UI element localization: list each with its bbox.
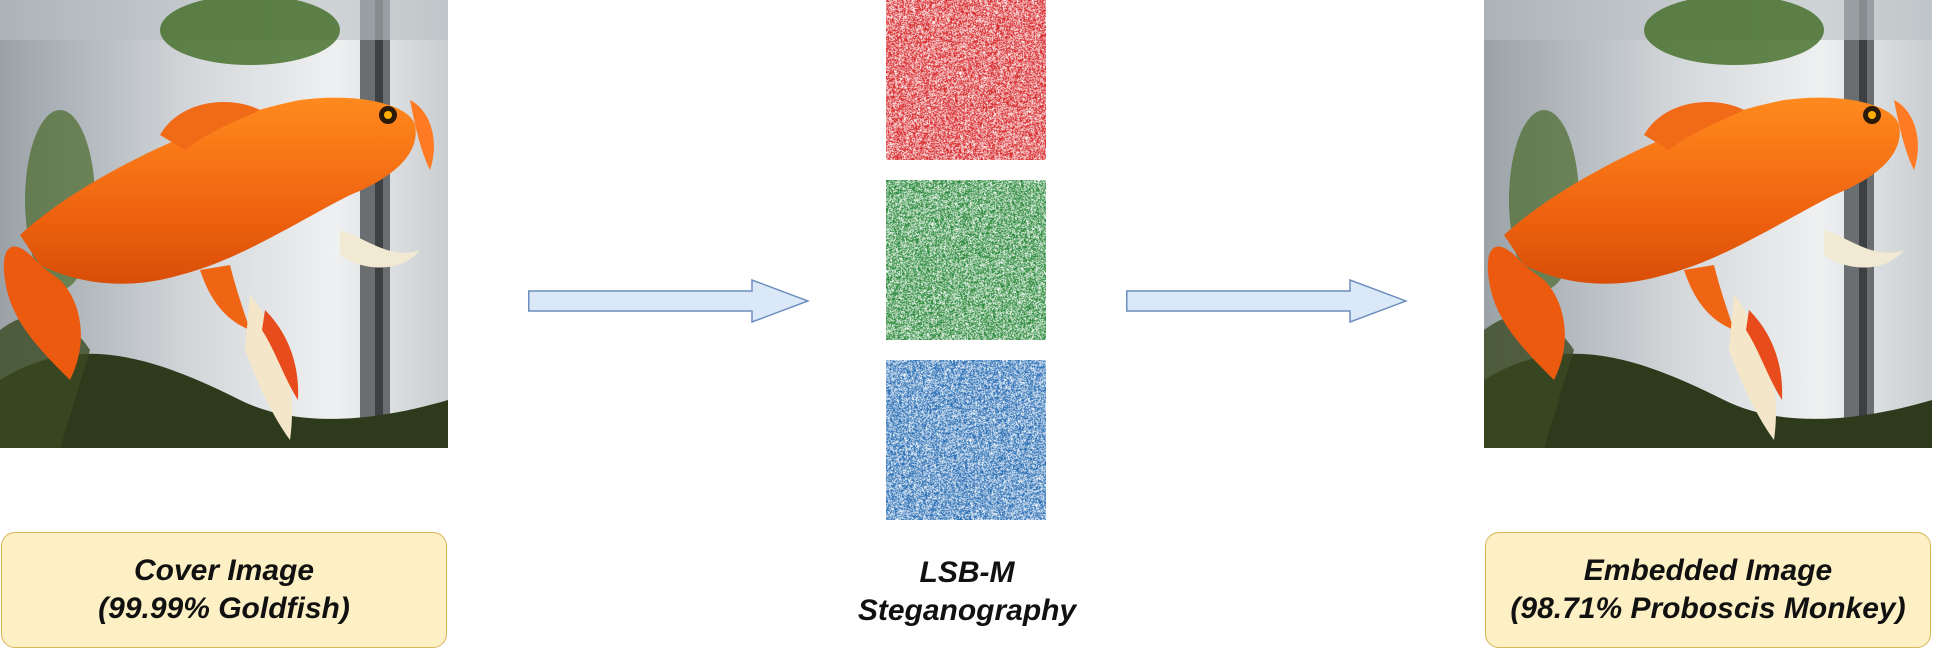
method-type: Steganography bbox=[857, 594, 1077, 627]
arrow-to-stego-icon bbox=[528, 279, 810, 323]
embedded-image bbox=[1484, 0, 1932, 448]
embedded-image-prediction: (98.71% Proboscis Monkey) bbox=[1510, 592, 1906, 625]
embedded-image-title: Embedded Image bbox=[1583, 554, 1833, 587]
goldfish-photo bbox=[0, 0, 448, 448]
red-channel-noise bbox=[886, 0, 1046, 160]
cover-image-title: Cover Image bbox=[133, 554, 315, 587]
cover-image-prediction: (99.99% Goldfish) bbox=[98, 592, 350, 625]
blue-channel-noise bbox=[886, 360, 1046, 520]
cover-image-label: Cover Image (99.99% Goldfish) bbox=[1, 532, 447, 648]
cover-image bbox=[0, 0, 448, 448]
goldfish-photo bbox=[1484, 0, 1932, 448]
arrow-to-embedded-icon bbox=[1126, 279, 1408, 323]
method-label: LSB-M Steganography bbox=[821, 554, 1113, 630]
green-channel-noise bbox=[886, 180, 1046, 340]
method-name: LSB-M bbox=[919, 556, 1015, 589]
embedded-image-label: Embedded Image (98.71% Proboscis Monkey) bbox=[1485, 532, 1931, 648]
